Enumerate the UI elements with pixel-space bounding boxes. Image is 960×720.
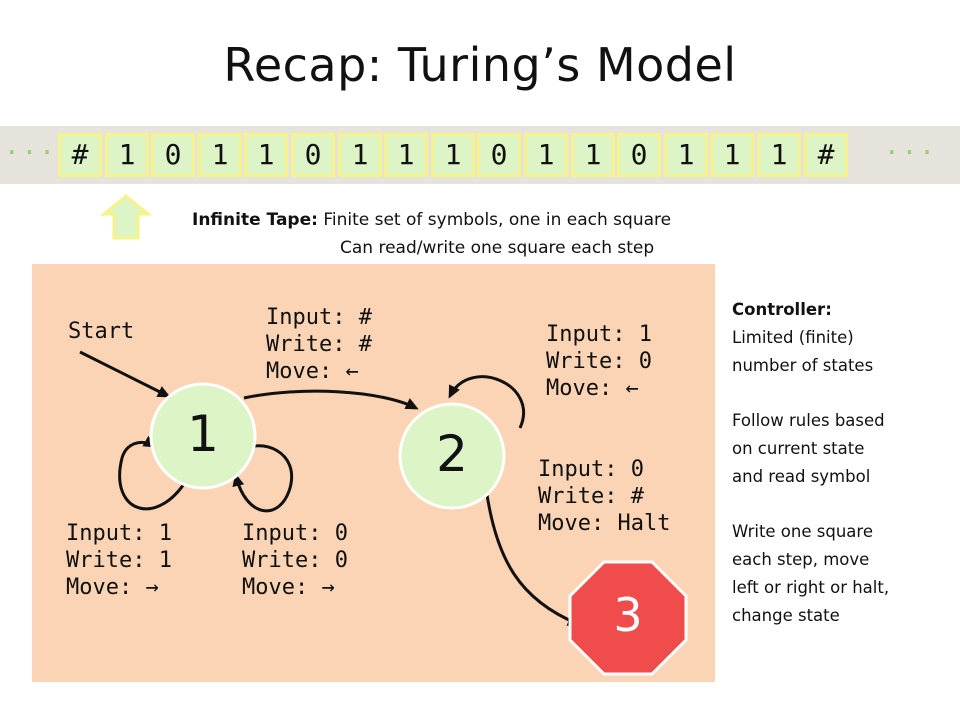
transition-label-line: Move: Halt <box>538 511 671 536</box>
tape-cell: # <box>804 133 848 177</box>
controller-line: left or right or halt, <box>732 578 890 597</box>
tape-cell: 1 <box>198 133 242 177</box>
tape-cell: 1 <box>710 133 754 177</box>
state-2-label: 2 <box>436 425 468 483</box>
transition-2-self-loop-label: Input: 1 Write: 0 Move: ← <box>546 321 652 402</box>
controller-line: and read symbol <box>732 467 871 486</box>
controller-para-2: Follow rules based on current state and … <box>732 407 942 491</box>
controller-line: number of states <box>732 356 874 375</box>
tape-cell: 0 <box>291 133 335 177</box>
tape-ellipsis-right: ··· <box>884 138 937 168</box>
tape-cell: 1 <box>244 133 288 177</box>
tape-note-text: Finite set of symbols, one in each squar… <box>323 210 672 230</box>
transition-label-line: Write: 1 <box>66 548 172 573</box>
tape-cell: 1 <box>757 133 801 177</box>
tape-cell: 1 <box>384 133 428 177</box>
tape-cell: 1 <box>524 133 568 177</box>
controller-line: change state <box>732 606 840 625</box>
controller-description: Controller: Limited (finite) number of s… <box>732 296 942 657</box>
tape-cell: 0 <box>477 133 521 177</box>
start-arrow <box>79 350 171 398</box>
tape-cell: 1 <box>571 133 615 177</box>
tape-note-label: Infinite Tape: <box>192 210 318 230</box>
transition-1-to-2-label: Input: # Write: # Move: ← <box>266 304 372 385</box>
tape-cell: 1 <box>105 133 149 177</box>
transition-label-line: Move: → <box>66 575 159 600</box>
transition-1-self-loop-left <box>118 435 192 511</box>
transition-1-self-loop-left-label: Input: 1 Write: 1 Move: → <box>66 520 172 601</box>
controller-line: Follow rules based <box>732 411 885 430</box>
state-1-label: 1 <box>187 405 219 463</box>
state-3-label: 3 <box>613 588 643 642</box>
transition-label-line: Move: ← <box>266 359 359 384</box>
controller-line: on current state <box>732 439 865 458</box>
tape-cell: 1 <box>431 133 475 177</box>
controller-line: each step, move <box>732 550 870 569</box>
transition-label-line: Move: ← <box>546 376 639 401</box>
controller-line: Limited (finite) <box>732 328 854 347</box>
tape-note-line2: Can read/write one square each step <box>340 238 655 258</box>
tape-cell: 0 <box>151 133 195 177</box>
transition-2-to-3 <box>484 487 581 626</box>
controller-para-1: Limited (finite) number of states <box>732 324 942 380</box>
state-3-halt-octagon <box>568 560 688 676</box>
transition-label-line: Write: # <box>538 484 644 509</box>
controller-para-3: Write one square each step, move left or… <box>732 518 942 630</box>
controller-heading: Controller: <box>732 300 832 319</box>
controller-line: Write one square <box>732 522 873 541</box>
start-label: Start <box>68 319 135 344</box>
transition-label-line: Move: → <box>242 575 335 600</box>
transition-label-line: Input: 1 <box>66 521 172 546</box>
transition-1-self-loop-right-label: Input: 0 Write: 0 Move: → <box>242 520 348 601</box>
transition-2-to-3-label: Input: 0 Write: # Move: Halt <box>538 456 670 537</box>
state-2-circle <box>398 402 506 510</box>
tape-ellipsis-left: ··· <box>4 138 57 168</box>
transition-label-line: Write: 0 <box>546 349 652 374</box>
tape-note-line1: Infinite Tape: Finite set of symbols, on… <box>192 210 671 230</box>
transition-label-line: Write: # <box>266 332 372 357</box>
transition-label-line: Input: 0 <box>242 521 348 546</box>
tape-cell: 0 <box>617 133 661 177</box>
transition-label-line: Input: 1 <box>546 322 652 347</box>
transition-1-to-2 <box>243 389 419 410</box>
page-title: Recap: Turing’s Model <box>223 38 737 92</box>
tape-cell: 1 <box>664 133 708 177</box>
state-1-circle <box>149 382 257 490</box>
tape-head-arrow <box>99 194 153 240</box>
transition-label-line: Input: 0 <box>538 457 644 482</box>
transition-2-self-loop <box>448 375 525 429</box>
transition-label-line: Input: # <box>266 305 372 330</box>
tape-cell: 1 <box>338 133 382 177</box>
tape-cell: # <box>58 133 102 177</box>
transition-label-line: Write: 0 <box>242 548 348 573</box>
transition-1-self-loop-right <box>232 444 294 513</box>
